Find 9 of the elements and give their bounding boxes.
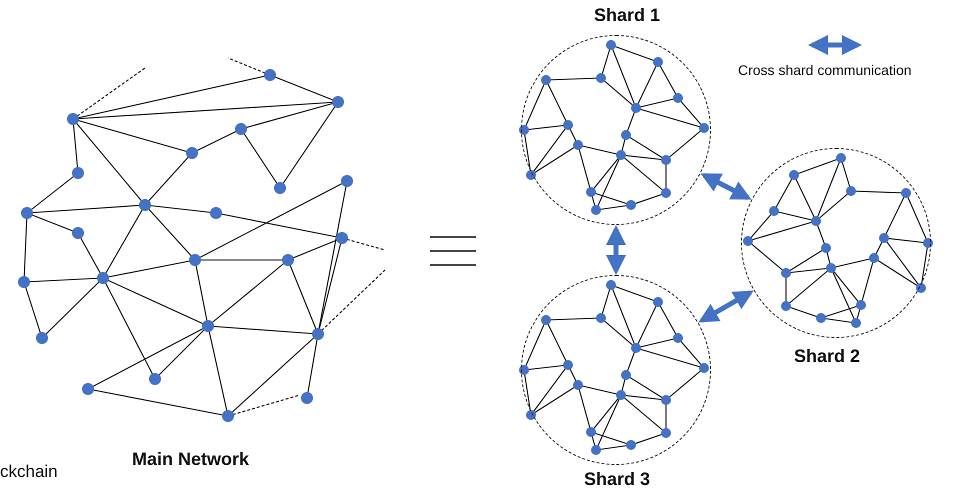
double-arrow — [698, 290, 754, 323]
shard-title: Shard 3 — [584, 468, 650, 490]
shard-title: Shard 2 — [794, 345, 860, 367]
cut-off-text: ckchain — [0, 462, 58, 482]
shard-title: Shard 1 — [594, 4, 660, 26]
double-arrow — [606, 225, 626, 275]
double-arrow — [700, 173, 752, 200]
network-title: Main Network — [132, 448, 250, 470]
legend-text: Cross shard communication — [738, 62, 912, 78]
